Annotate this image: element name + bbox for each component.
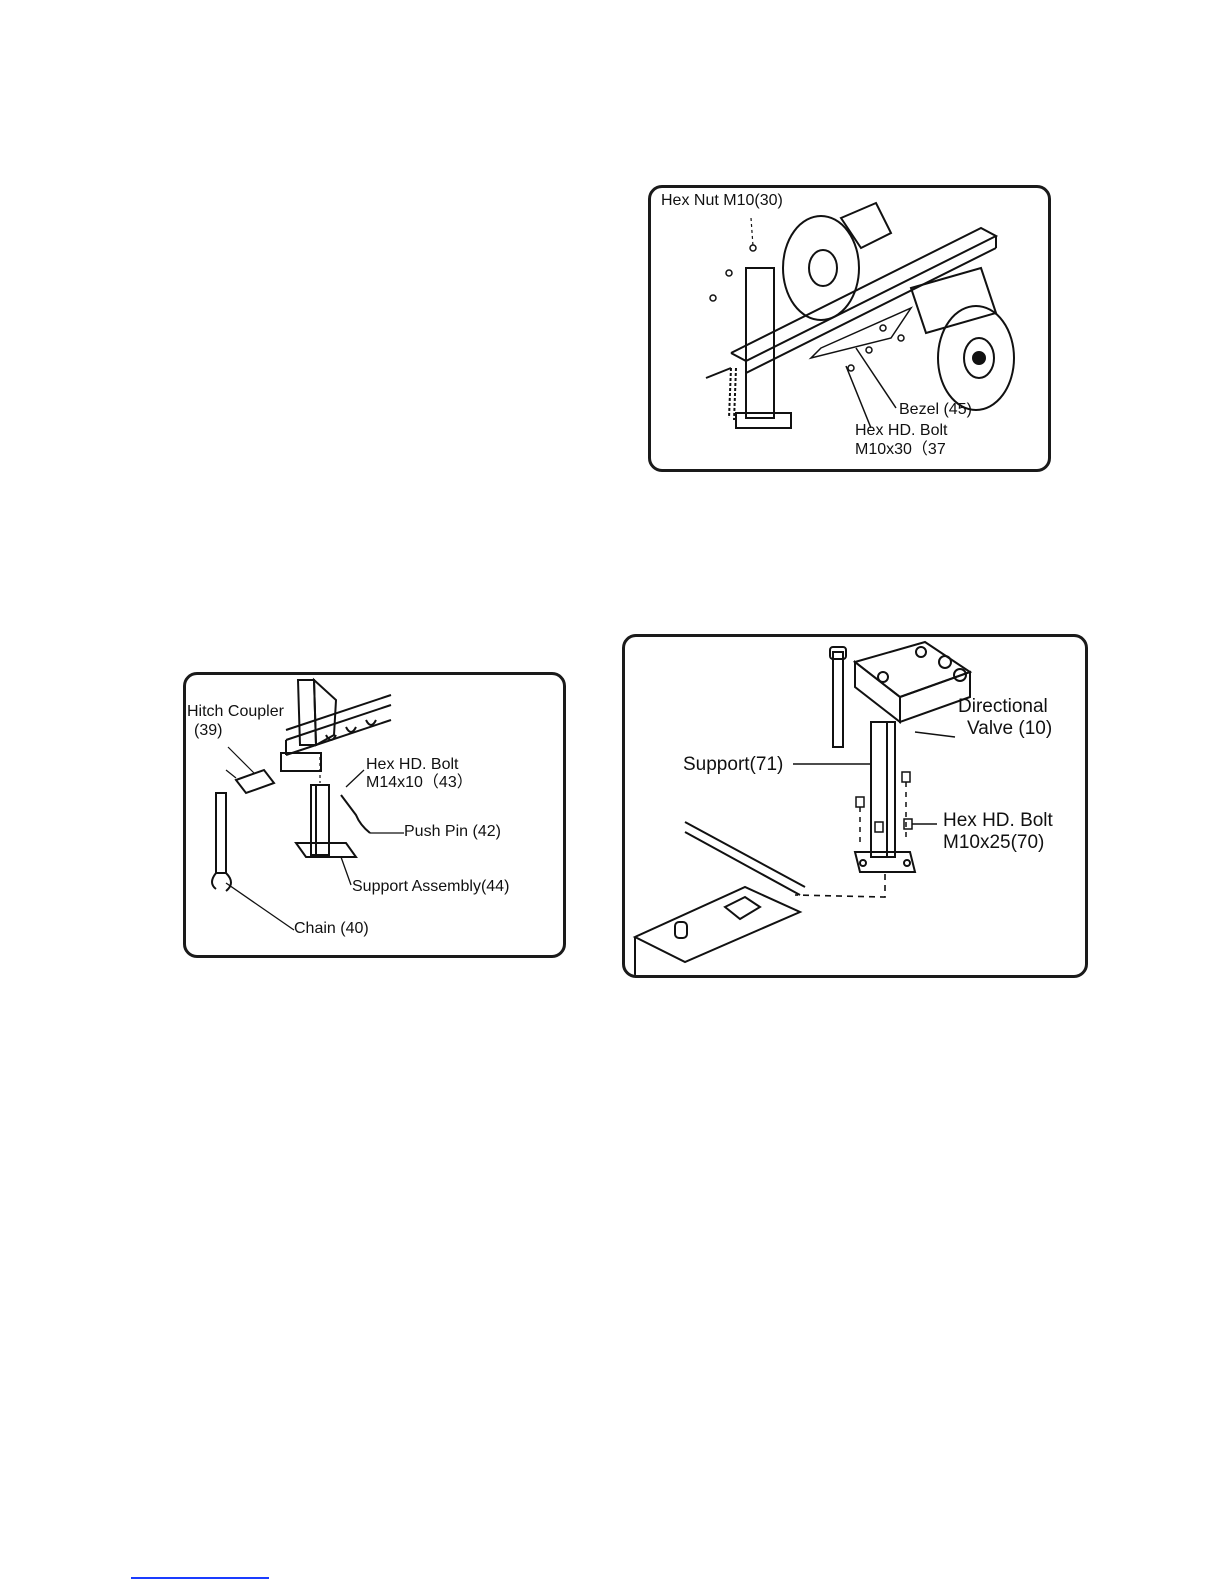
support-assembly-label: Support Assembly(44) (352, 877, 509, 896)
support-label: Support(71) (683, 753, 783, 776)
hex-bolt-label-line1: Hex HD. Bolt (943, 809, 1053, 832)
push-pin-label: Push Pin (42) (404, 822, 501, 841)
valve-support-drawing (625, 637, 1085, 975)
support-base-plate (855, 852, 915, 872)
directional-valve-label-line2: Valve (10) (967, 717, 1052, 740)
bezel-assembly-drawing (651, 188, 1048, 469)
hex-bolt-label-line2: M14x10（43） (366, 773, 473, 792)
directional-valve-label-line1: Directional (958, 695, 1048, 718)
left-wheel (783, 216, 859, 320)
chain-label: Chain (40) (294, 919, 369, 938)
diagram-panel-bezel: Hex Nut M10(30) Bezel (45) Hex HD. Bolt … (648, 185, 1051, 472)
bezel-label: Bezel (45) (899, 400, 972, 419)
hitch-coupler-label-line2: (39) (194, 721, 222, 740)
push-pin (341, 795, 370, 833)
hex-bolt-label-line1: Hex HD. Bolt (366, 755, 458, 774)
hex-bolt-label-line2: M10x30（37 (855, 440, 946, 459)
support-assembly-tube (311, 785, 329, 855)
hex-bolt-label-line1: Hex HD. Bolt (855, 421, 947, 440)
hex-bolt-label-line2: M10x25(70) (943, 831, 1044, 854)
diagram-panel-hitch: Hitch Coupler (39) Hex HD. Bolt M14x10（4… (183, 672, 566, 958)
support-column (871, 722, 895, 857)
beam (731, 228, 996, 361)
wedge (841, 203, 891, 248)
chain (729, 368, 736, 420)
directional-valve (855, 642, 970, 697)
hitch-coupler-label-line1: Hitch Coupler (187, 702, 284, 721)
footer-link-underline (131, 1577, 269, 1579)
hitch-coupler (236, 770, 274, 793)
diagram-panel-valve: Directional Valve (10) Support(71) Hex H… (622, 634, 1088, 978)
chain (216, 793, 226, 873)
hex-nut-label: Hex Nut M10(30) (661, 191, 783, 210)
valve-handle (833, 652, 843, 747)
